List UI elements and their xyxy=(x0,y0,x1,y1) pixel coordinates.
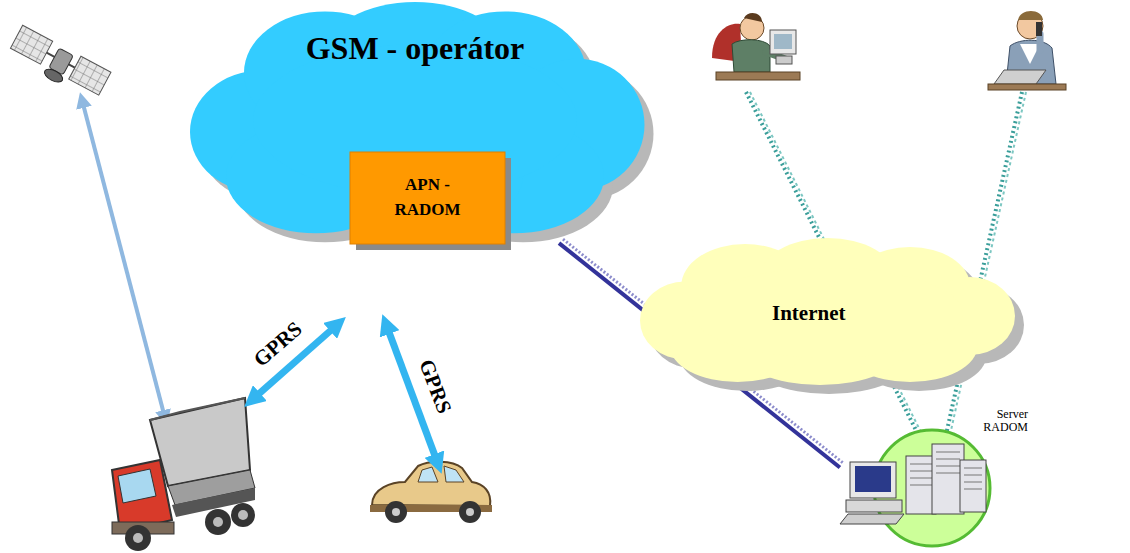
person-at-computer-part xyxy=(766,52,788,60)
dump-truck-part xyxy=(112,460,172,532)
server-circle-outline-part-part xyxy=(910,464,932,465)
server-circle-outline-part-part xyxy=(932,444,964,514)
operator-cloud-label: GSM - operátor xyxy=(306,30,525,67)
satellite-part xyxy=(10,25,52,64)
internet-cloud-fill-part xyxy=(693,268,963,358)
car-part xyxy=(459,501,481,523)
car-part xyxy=(392,508,400,516)
server-circle-outline-part-part xyxy=(964,489,982,490)
operator-cloud: APN - RADOM GSM - operátor xyxy=(190,2,640,248)
person-at-computer-part xyxy=(716,72,800,80)
satellite xyxy=(6,25,111,103)
server-circle-outline-part-part xyxy=(846,500,902,512)
server-circle-outline-part-part xyxy=(936,473,960,474)
internet-cloud: Internet xyxy=(640,238,1015,398)
gsm-cloud-shadow xyxy=(199,11,654,242)
dump-truck-part xyxy=(238,510,248,520)
server-circle-outline-part xyxy=(840,444,986,524)
apn-box-outline-part xyxy=(350,152,505,244)
person-at-computer-part xyxy=(776,56,792,64)
dump-truck-part xyxy=(205,509,231,535)
dump-truck-part xyxy=(133,533,143,543)
apn-box-label: APN - RADOM xyxy=(391,173,465,222)
dump-truck-part xyxy=(213,517,223,527)
person-on-phone-part xyxy=(1018,11,1043,20)
dump-truck xyxy=(112,398,255,551)
car-part xyxy=(418,466,464,482)
satellite-link xyxy=(82,100,165,418)
person-on-phone-part xyxy=(988,84,1066,90)
dump-truck-part xyxy=(150,398,245,420)
server-circle-outline-part-part xyxy=(964,468,982,469)
person-at-computer-part xyxy=(774,34,792,49)
dump-truck-part xyxy=(231,503,255,527)
car-part xyxy=(370,505,492,512)
server-circle-outline-part-part xyxy=(964,482,982,483)
satellite-part xyxy=(49,48,73,75)
server-circle-outline-part-part xyxy=(936,466,960,467)
satellite-part xyxy=(47,53,56,58)
person-on-phone-part xyxy=(994,70,1046,84)
car-part xyxy=(466,508,474,516)
person-on-phone-part xyxy=(1017,13,1043,39)
person-at-computer xyxy=(712,13,800,80)
server-circle-outline-part-part xyxy=(840,514,904,524)
satellite-part xyxy=(69,56,111,95)
internet-cloud-label: Internet xyxy=(772,301,845,326)
server-circle-outline-part-part xyxy=(936,459,960,460)
satellite-part xyxy=(68,64,75,68)
apn-box: APN - RADOM xyxy=(350,152,505,244)
server-circle-outline-part-part xyxy=(936,452,960,453)
server-circle-outline-part-part xyxy=(964,475,982,476)
server-circle-outline-part-part xyxy=(850,462,896,498)
server-circle: Server RADOM xyxy=(836,400,1030,550)
server-circle-outline-part-part xyxy=(910,485,932,486)
dump-truck-part xyxy=(150,398,250,486)
car-part xyxy=(372,462,490,506)
server-circle-outline-part-part xyxy=(960,460,986,512)
dump-truck-part xyxy=(118,469,156,503)
person-on-phone xyxy=(988,11,1066,90)
person-at-computer-part xyxy=(770,30,796,54)
person-on-phone-part xyxy=(1006,40,1056,84)
server-circle-label: Server RADOM xyxy=(974,408,1028,434)
satellite-part xyxy=(42,67,64,85)
link-label: GPRS xyxy=(413,355,456,416)
person-on-phone-part xyxy=(1036,22,1042,36)
dump-truck-part xyxy=(125,525,151,551)
person-at-computer-part xyxy=(740,16,764,40)
person-at-computer-part xyxy=(744,13,762,22)
dump-truck-part xyxy=(112,522,174,534)
car xyxy=(370,462,492,523)
server-circle-outline-part-part xyxy=(910,471,932,472)
server-circle-outline-part-part xyxy=(910,478,932,479)
person-at-computer-part xyxy=(732,40,770,72)
dump-truck-part xyxy=(172,488,255,517)
person-on-phone-part xyxy=(1037,34,1044,50)
person-on-phone-part xyxy=(1020,44,1040,64)
internet-cloud-fill xyxy=(640,238,1015,385)
link-label: GPRS xyxy=(249,316,308,372)
person-at-computer-part xyxy=(712,24,742,62)
apn-box-outline xyxy=(350,152,505,244)
car-part xyxy=(385,501,407,523)
server-circle-outline-part-part xyxy=(855,466,891,492)
dump-truck-part xyxy=(168,470,255,505)
